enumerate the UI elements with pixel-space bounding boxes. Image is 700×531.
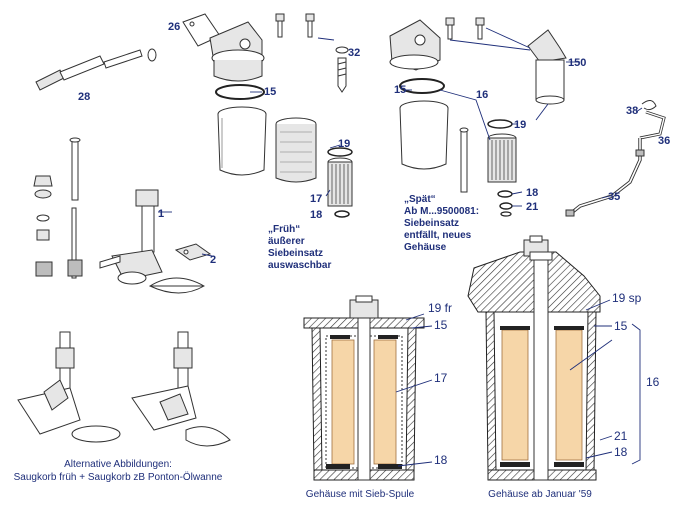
callout-150: 150 [568, 57, 586, 69]
note-spaet-line4: entfällt, neues [404, 230, 472, 241]
callout-2: 2 [210, 254, 216, 266]
part-28-valve [35, 48, 157, 91]
bowl-early [217, 106, 267, 176]
filter-head-early [209, 21, 265, 82]
oring-late [399, 78, 445, 94]
callout-38: 38 [626, 105, 638, 117]
callout-15-cutaway-a: 15 [434, 318, 448, 332]
bolts-top [275, 13, 315, 38]
callout-18-early: 18 [310, 209, 322, 221]
callout-16-cutaway: 16 [646, 375, 660, 389]
alt-pump-ponton [131, 331, 231, 447]
callout-21: 21 [526, 201, 538, 213]
part-36-pipe [639, 110, 666, 140]
note-spaet: „Spät“ Ab M...9500081: Siebeinsatz entfä… [404, 194, 479, 253]
note-frueh-line1: „Früh“ [268, 224, 300, 235]
callout-28: 28 [78, 91, 90, 103]
caption-housing-sieve-coil: Gehäuse mit Sieb-Spule [306, 489, 415, 500]
callout-15-early: 15 [264, 86, 276, 98]
callout-15-late: 15 [394, 84, 406, 96]
caption-alternative-line1: Alternative Abbildungen: [64, 459, 172, 470]
part-38-clip [641, 100, 657, 111]
cutaway-housing-late [467, 235, 601, 481]
filter-head-late [389, 19, 441, 71]
callout-16: 16 [476, 89, 488, 101]
part-35-oil-line [565, 138, 645, 217]
bolts-top-right [445, 17, 485, 40]
part-17-element [327, 157, 353, 207]
callout-17: 17 [310, 193, 322, 205]
note-frueh-line4: auswaschbar [268, 260, 331, 271]
part-32-spring-bolt [335, 46, 349, 93]
callout-32: 32 [348, 47, 360, 59]
note-frueh: „Früh“ äußerer Siebeinsatz auswaschbar [268, 224, 331, 271]
callout-18-cutaway-a: 18 [434, 453, 448, 467]
note-frueh-line2: äußerer [268, 236, 305, 247]
callout-19-fr: 19 fr [428, 301, 452, 315]
callout-1: 1 [158, 208, 164, 220]
part-19-ring [327, 147, 353, 157]
part-16-element-late [487, 133, 517, 183]
center-bolt-late [459, 127, 469, 193]
callout-17-cutaway: 17 [434, 371, 448, 385]
callout-21-cutaway: 21 [614, 429, 628, 443]
part-19-ring-late [487, 119, 513, 129]
callout-19-early: 19 [338, 138, 350, 150]
callout-19-late: 19 [514, 119, 526, 131]
callout-26: 26 [168, 21, 180, 33]
note-frueh-line3: Siebeinsatz [268, 248, 323, 259]
part-2-gasket [174, 243, 212, 261]
note-spaet-line3: Siebeinsatz [404, 218, 459, 229]
caption-alternative-line2: Saugkorb früh + Saugkorb zB Ponton-Ölwan… [14, 471, 223, 483]
washers-late [497, 190, 513, 217]
note-spaet-line2: Ab M...9500081: [404, 206, 479, 217]
bowl-late [399, 100, 449, 170]
caption-housing-late: Gehäuse ab Januar '59 [488, 489, 592, 500]
small-parts-column [33, 137, 83, 279]
part-early-sieve [275, 117, 317, 183]
callout-18-cutaway-b: 18 [614, 445, 628, 459]
oring-early [215, 84, 265, 100]
part-150-housing [527, 29, 567, 105]
callout-15-cutaway-b: 15 [614, 319, 628, 333]
part-1-oil-pump [99, 189, 206, 294]
part-18-washer [334, 210, 350, 218]
callout-18-late: 18 [526, 187, 538, 199]
alt-pump-early [17, 331, 121, 443]
callout-35: 35 [608, 191, 620, 203]
callout-36: 36 [658, 135, 670, 147]
note-spaet-line5: Gehäuse [404, 242, 447, 253]
cutaway-housing-sieve-coil [303, 295, 425, 481]
note-spaet-line1: „Spät“ [404, 194, 436, 205]
callout-19-sp: 19 sp [612, 291, 642, 305]
